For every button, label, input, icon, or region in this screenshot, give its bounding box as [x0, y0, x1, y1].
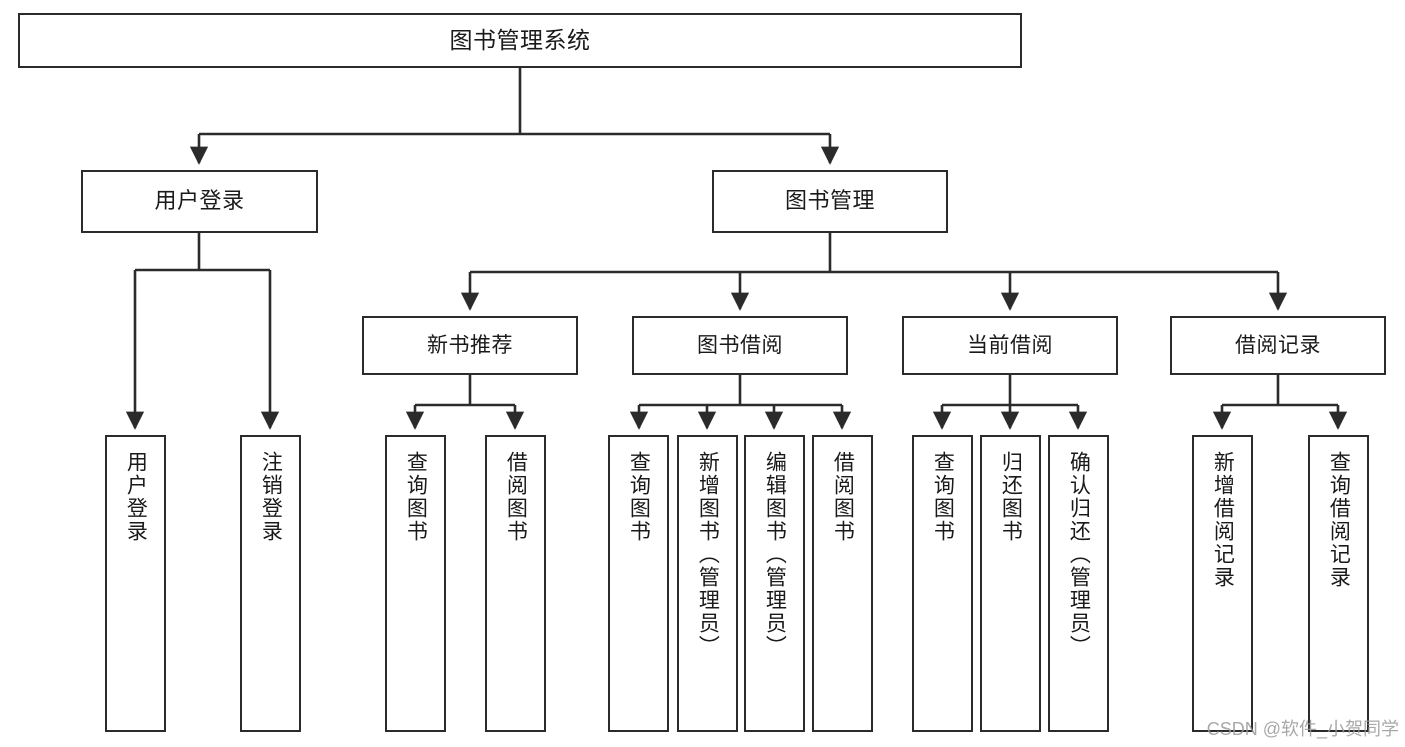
- node-leaf-borrow-book-2[interactable]: 借阅图书: [812, 435, 873, 732]
- node-leaf-query-book-2[interactable]: 查询图书: [608, 435, 669, 732]
- node-new-book-recommend[interactable]: 新书推荐: [362, 316, 578, 375]
- node-book-management-system[interactable]: 图书管理系统: [18, 13, 1022, 68]
- node-label: 当前借阅: [967, 333, 1053, 357]
- node-label: 查询借阅记录: [1327, 451, 1351, 589]
- node-leaf-return-book[interactable]: 归还图书: [980, 435, 1041, 732]
- node-label: 查询图书: [931, 451, 955, 543]
- node-leaf-query-book-3[interactable]: 查询图书: [912, 435, 973, 732]
- node-label: 借阅图书: [504, 451, 528, 543]
- node-label: 图书借阅: [697, 333, 783, 357]
- node-leaf-logout[interactable]: 注销登录: [240, 435, 301, 732]
- node-label: 归还图书: [999, 451, 1023, 543]
- node-label: 编辑图书（管理员）: [763, 451, 787, 658]
- node-leaf-add-record[interactable]: 新增借阅记录: [1192, 435, 1253, 732]
- node-borrow-record[interactable]: 借阅记录: [1170, 316, 1386, 375]
- node-label: 借阅记录: [1235, 333, 1321, 357]
- node-leaf-user-login[interactable]: 用户登录: [105, 435, 166, 732]
- node-label: 新增图书（管理员）: [696, 451, 720, 658]
- node-book-management[interactable]: 图书管理: [712, 170, 948, 233]
- node-user-login[interactable]: 用户登录: [81, 170, 318, 233]
- node-leaf-edit-book[interactable]: 编辑图书（管理员）: [744, 435, 805, 732]
- node-current-borrow[interactable]: 当前借阅: [902, 316, 1118, 375]
- node-leaf-borrow-book-1[interactable]: 借阅图书: [485, 435, 546, 732]
- node-label: 新书推荐: [427, 333, 513, 357]
- node-label: 确认归还（管理员）: [1067, 451, 1091, 658]
- node-label: 新增借阅记录: [1211, 451, 1235, 589]
- node-label: 用户登录: [154, 188, 245, 214]
- node-label: 用户登录: [124, 451, 148, 543]
- node-label: 查询图书: [404, 451, 428, 543]
- node-label: 查询图书: [627, 451, 651, 543]
- node-leaf-query-record[interactable]: 查询借阅记录: [1308, 435, 1369, 732]
- node-label: 图书管理系统: [449, 26, 591, 53]
- node-leaf-add-book[interactable]: 新增图书（管理员）: [677, 435, 738, 732]
- node-leaf-confirm-return[interactable]: 确认归还（管理员）: [1048, 435, 1109, 732]
- node-label: 图书管理: [784, 188, 875, 214]
- node-label: 注销登录: [259, 451, 283, 543]
- node-leaf-query-book-1[interactable]: 查询图书: [385, 435, 446, 732]
- node-book-borrow[interactable]: 图书借阅: [632, 316, 848, 375]
- csdn-watermark: CSDN @软件_小贺同学: [1206, 719, 1399, 739]
- node-label: 借阅图书: [831, 451, 855, 543]
